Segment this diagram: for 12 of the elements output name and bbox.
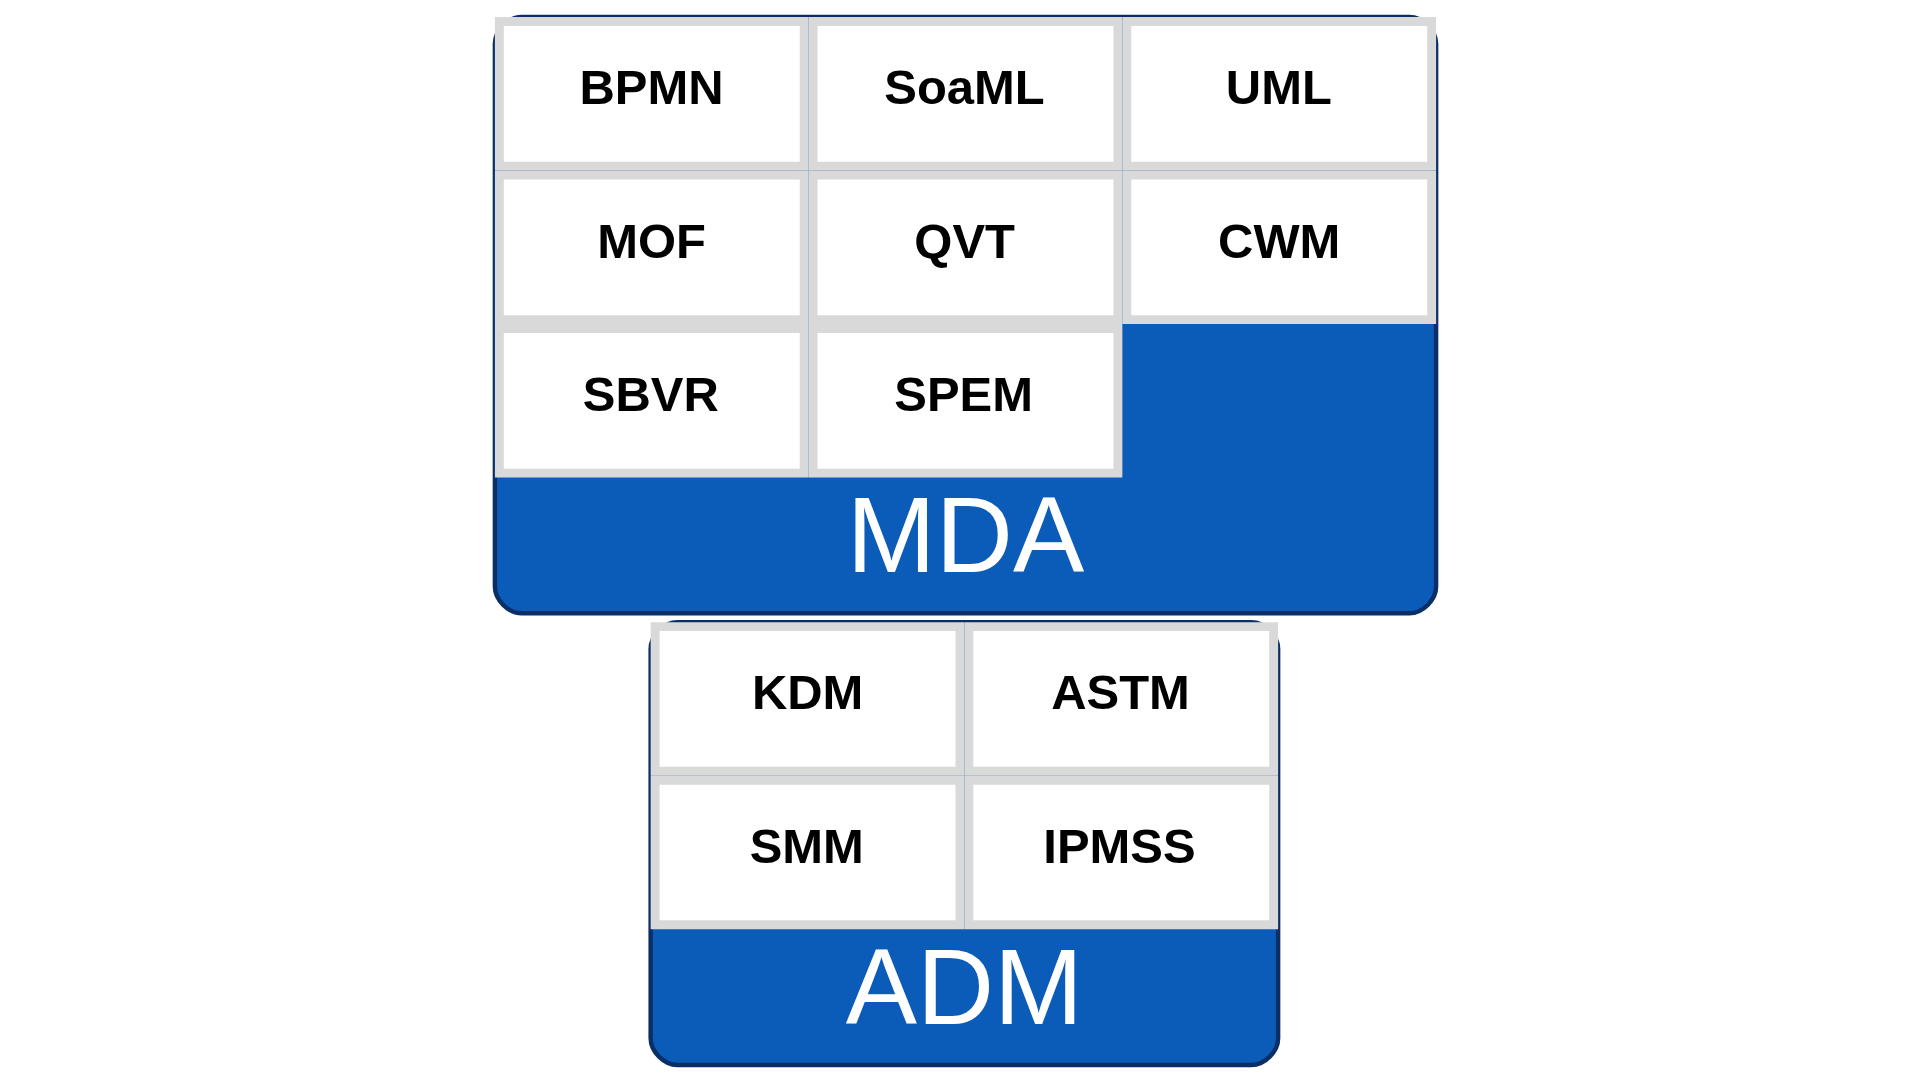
node-box: SBVR — [494, 324, 809, 478]
node-box: QVT — [808, 170, 1122, 325]
node-box: BPMN — [494, 17, 809, 171]
node-box: KDM — [650, 622, 964, 776]
node-box: MOF — [494, 170, 809, 325]
node-box: CWM — [1121, 170, 1436, 325]
node-box: UML — [1121, 17, 1436, 171]
node-box: ASTM — [963, 622, 1278, 776]
node-box: IPMSS — [963, 775, 1278, 930]
node-box: SoaML — [808, 17, 1122, 171]
node-box: SPEM — [808, 324, 1122, 478]
node-box: SMM — [650, 775, 964, 930]
